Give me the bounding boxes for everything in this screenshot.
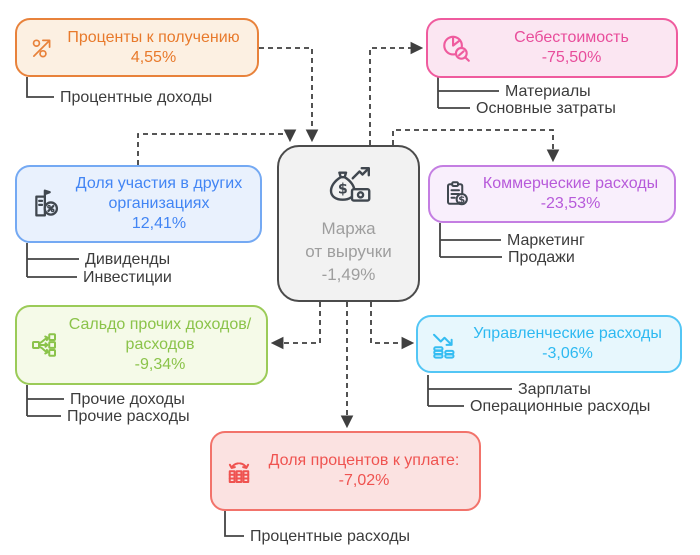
label-connector-commercial-expenses (439, 223, 502, 258)
decline-coins-icon (430, 329, 460, 359)
svg-text:$: $ (458, 195, 465, 206)
node-value: -9,34% (134, 356, 186, 373)
node-text: Себестоимость -75,50% (477, 28, 666, 68)
node-title-line2: от выручки (305, 242, 392, 261)
leaf-label: Материалы (505, 83, 591, 100)
label-connector-interest-payable (224, 511, 244, 537)
node-title-line1: Маржа (321, 219, 376, 238)
leaf-label: Процентные расходы (250, 528, 411, 545)
node-administrative-expenses: Управленческие расходы -3,06% (416, 315, 682, 373)
node-value: -7,02% (338, 472, 390, 489)
node-equity-participation: Доля участия в других организациях 12,41… (15, 165, 262, 243)
building-percent-icon (29, 187, 63, 221)
node-value: -23,53% (540, 195, 601, 212)
node-title-line1: Сальдо прочих доходов/ (68, 316, 252, 333)
node-text: Коммерческие расходы -23,53% (477, 174, 664, 214)
percent-trend-icon (29, 35, 55, 61)
node-interest-payable: Доля процентов к уплате: -7,02% (210, 431, 481, 511)
node-title: Проценты к получению (67, 28, 240, 46)
node-title: Управленческие расходы (473, 325, 662, 342)
node-value: 12,41% (131, 215, 187, 232)
node-other-income-expenses: Сальдо прочих доходов/ расходов -9,34% (15, 305, 268, 385)
node-text: Проценты к получению 4,55% (60, 28, 247, 68)
node-text: Маржа от выручки -1,49% (305, 217, 391, 286)
node-text: Сальдо прочих доходов/ расходов -9,34% (64, 315, 256, 375)
leaf-label: Операционные расходы (470, 398, 651, 415)
node-cost-of-sales: Себестоимость -75,50% (426, 18, 678, 78)
edge-margin-to-cost-of-sales (369, 41, 424, 145)
node-interest-receivable: Проценты к получению 4,55% (15, 18, 259, 77)
leaf-label: Инвестиции (83, 269, 172, 286)
node-value: 4,55% (130, 48, 177, 66)
bank-columns-icon (224, 456, 254, 486)
edge-margin-to-administrative-expenses (370, 302, 415, 350)
node-title: Себестоимость (514, 29, 629, 46)
leaf-label: Прочие расходы (67, 408, 190, 425)
node-title: Доля процентов к уплате: (268, 452, 460, 469)
leaf-label: Продажи (508, 249, 575, 266)
svg-text:$: $ (337, 182, 347, 198)
leaf-label: Маркетинг (507, 232, 585, 249)
edge-margin-to-commercial-expenses (392, 129, 560, 163)
pie-search-icon (440, 32, 472, 64)
leaf-label: Зарплаты (518, 381, 591, 398)
label-connector-other-income-expenses (26, 385, 64, 417)
node-title: Коммерческие расходы (482, 175, 659, 192)
edge-interest-receivable-to-margin (259, 47, 319, 143)
leaf-label: Дивиденды (85, 251, 171, 268)
node-value: -1,49% (321, 265, 376, 284)
leaf-label: Процентные доходы (60, 89, 213, 106)
node-value: -3,06% (542, 345, 593, 362)
money-bag-icon: $ (322, 161, 376, 209)
node-title: Доля участия в других организациях (75, 175, 243, 212)
share-nodes-icon (29, 330, 59, 360)
label-connector-equity-participation (26, 243, 79, 278)
clipboard-dollar-icon: $ (442, 179, 472, 209)
leaf-label: Основные затраты (476, 100, 616, 117)
node-value: -75,50% (541, 49, 602, 66)
node-commercial-expenses: $ Коммерческие расходы -23,53% (428, 165, 676, 223)
node-text: Доля участия в других организациях 12,41… (68, 174, 250, 234)
node-text: Управленческие расходы -3,06% (465, 324, 670, 364)
node-text: Доля процентов к уплате: -7,02% (259, 451, 469, 491)
edge-equity-participation-to-margin (137, 129, 297, 165)
node-title-line2: расходов (125, 336, 195, 353)
edge-margin-to-other-income-expenses (270, 302, 321, 350)
leaf-label: Прочие доходы (70, 391, 185, 408)
label-connector-interest-receivable (26, 77, 54, 98)
node-revenue-margin: $ Маржа от выручки -1,49% (277, 145, 420, 302)
